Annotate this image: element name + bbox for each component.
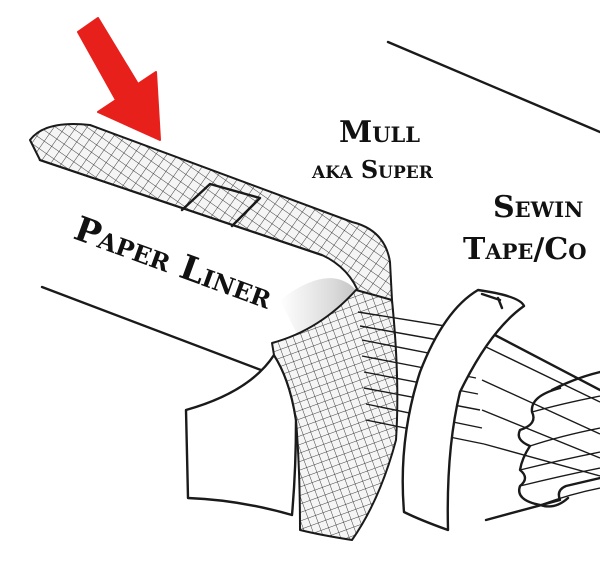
- red-arrow-icon: [77, 17, 161, 141]
- mull-aka-label: aka Super: [311, 155, 434, 184]
- book-block: [468, 320, 600, 522]
- sewing-label-line1: Sewin: [493, 190, 583, 225]
- mull-mesh: [29, 123, 399, 541]
- sewing-label-line2: Tape/Co: [463, 232, 587, 267]
- sewing-tape: [401, 288, 526, 532]
- mull-label: Mull: [339, 115, 420, 150]
